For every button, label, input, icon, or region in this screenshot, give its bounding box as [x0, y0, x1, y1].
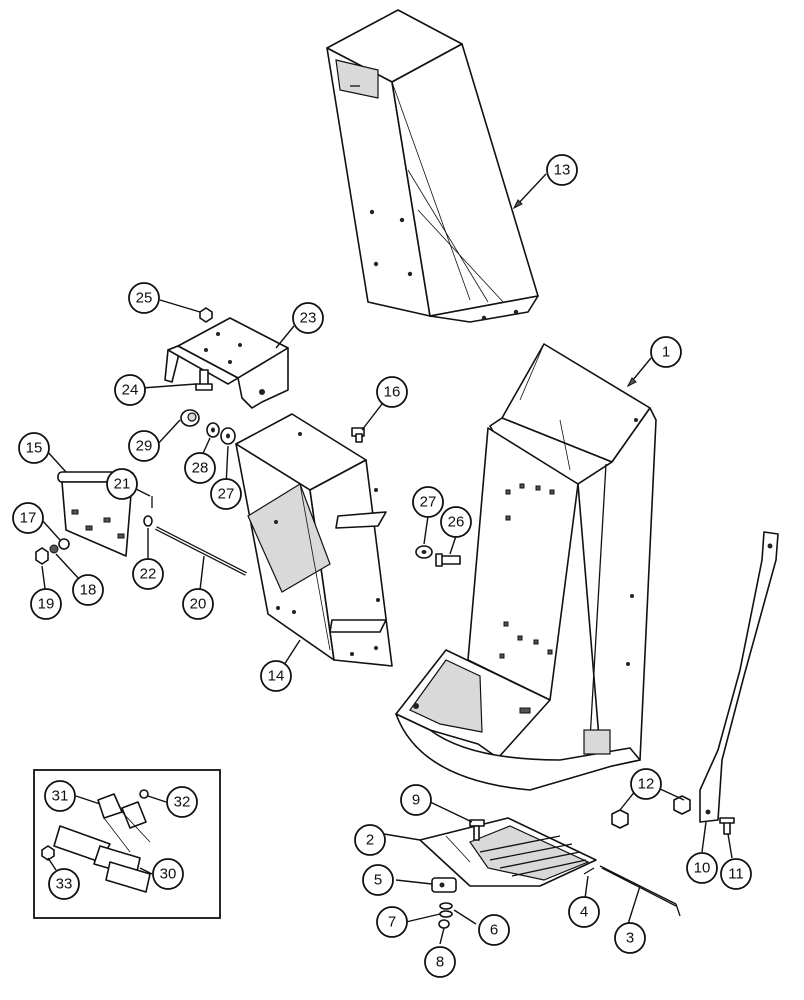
part-24-bolt — [195, 369, 213, 391]
part-23-bracket — [164, 317, 289, 409]
callout-14: 14 — [260, 660, 292, 692]
svg-text:11: 11 — [728, 866, 744, 883]
svg-text:21: 21 — [114, 476, 131, 493]
callout-22: 22 — [132, 558, 164, 590]
callout-19: 19 — [30, 588, 62, 620]
part-25-nut — [199, 307, 213, 323]
callout-32: 32 — [166, 786, 198, 818]
part-27-washer-lower — [415, 545, 433, 559]
callout-18: 18 — [72, 574, 104, 606]
svg-text:23: 23 — [300, 310, 317, 327]
part-26-bolt — [435, 553, 461, 567]
callout-27-upper: 27 — [210, 478, 242, 510]
svg-text:17: 17 — [20, 510, 37, 527]
part-13-upper-chute — [326, 9, 539, 323]
callout-5: 5 — [362, 864, 394, 896]
svg-text:22: 22 — [140, 566, 157, 583]
callout-33: 33 — [48, 868, 80, 900]
svg-text:32: 32 — [174, 794, 191, 811]
svg-text:19: 19 — [38, 596, 55, 613]
callout-8: 8 — [424, 946, 456, 978]
callout-3: 3 — [614, 922, 646, 954]
callout-25: 25 — [128, 282, 160, 314]
callout-23: 23 — [292, 302, 324, 334]
part-27-washer-upper — [220, 427, 236, 445]
part-1-main-chute — [395, 343, 657, 791]
callout-9: 9 — [400, 784, 432, 816]
part-5-latch — [431, 877, 457, 893]
callout-29: 29 — [128, 430, 160, 462]
svg-text:5: 5 — [374, 872, 382, 889]
callout-24: 24 — [114, 374, 146, 406]
svg-text:8: 8 — [436, 954, 444, 971]
part-18-nut — [49, 544, 59, 554]
part-11-bolt — [719, 817, 735, 835]
part-14-hopper — [235, 413, 393, 667]
callout-26: 26 — [440, 506, 472, 538]
callout-17: 17 — [12, 502, 44, 534]
part-9-bolt — [469, 819, 485, 841]
callout-15: 15 — [18, 432, 50, 464]
part-4-pin — [583, 867, 595, 875]
svg-text:27: 27 — [420, 494, 437, 511]
callout-2: 2 — [354, 824, 386, 856]
callout-11: 11 — [720, 858, 752, 890]
svg-text:10: 10 — [694, 860, 711, 877]
svg-text:18: 18 — [80, 582, 97, 599]
part-28-washer — [206, 422, 220, 438]
callout-7: 7 — [376, 906, 408, 938]
callout-21: 21 — [106, 468, 138, 500]
part-12-nuts — [611, 795, 691, 829]
callout-30: 30 — [152, 858, 184, 890]
svg-text:3: 3 — [626, 930, 634, 947]
svg-text:28: 28 — [192, 460, 209, 477]
svg-text:16: 16 — [384, 384, 401, 401]
svg-text:14: 14 — [268, 668, 285, 685]
callout-4: 4 — [568, 896, 600, 928]
callout-1: 1 — [650, 336, 682, 368]
svg-text:29: 29 — [136, 438, 153, 455]
svg-text:27: 27 — [218, 486, 235, 503]
callout-10: 10 — [686, 852, 718, 884]
callout-16: 16 — [376, 376, 408, 408]
part-22-washer — [143, 515, 153, 527]
part-19-nut — [35, 547, 49, 565]
svg-text:26: 26 — [448, 514, 465, 531]
svg-text:6: 6 — [490, 922, 498, 939]
svg-text:20: 20 — [190, 596, 207, 613]
part-20-rod — [155, 526, 247, 576]
svg-text:30: 30 — [160, 866, 177, 883]
svg-text:13: 13 — [554, 162, 571, 179]
callout-12: 12 — [630, 768, 662, 800]
callout-31: 31 — [44, 780, 76, 812]
callout-20: 20 — [182, 588, 214, 620]
svg-text:24: 24 — [122, 382, 139, 399]
part-17-washer — [58, 538, 70, 550]
part-16-bolt — [351, 427, 365, 443]
part-3-rod — [599, 865, 681, 917]
callout-27-lower: 27 — [412, 486, 444, 518]
part-2-step-grate — [419, 817, 597, 887]
svg-text:2: 2 — [366, 832, 374, 849]
svg-text:33: 33 — [56, 876, 73, 893]
svg-text:12: 12 — [638, 776, 655, 793]
part-29-spacer — [180, 409, 200, 427]
svg-text:4: 4 — [580, 904, 588, 921]
part-10-strap — [699, 531, 779, 823]
svg-text:7: 7 — [388, 914, 396, 931]
svg-text:31: 31 — [52, 788, 69, 805]
svg-text:1: 1 — [662, 344, 670, 361]
svg-text:9: 9 — [412, 792, 420, 809]
callout-13: 13 — [546, 154, 578, 186]
callout-28: 28 — [184, 452, 216, 484]
svg-text:25: 25 — [136, 290, 153, 307]
part-6-7-8-hardware — [438, 902, 453, 929]
callout-6: 6 — [478, 914, 510, 946]
svg-text:15: 15 — [26, 440, 43, 457]
